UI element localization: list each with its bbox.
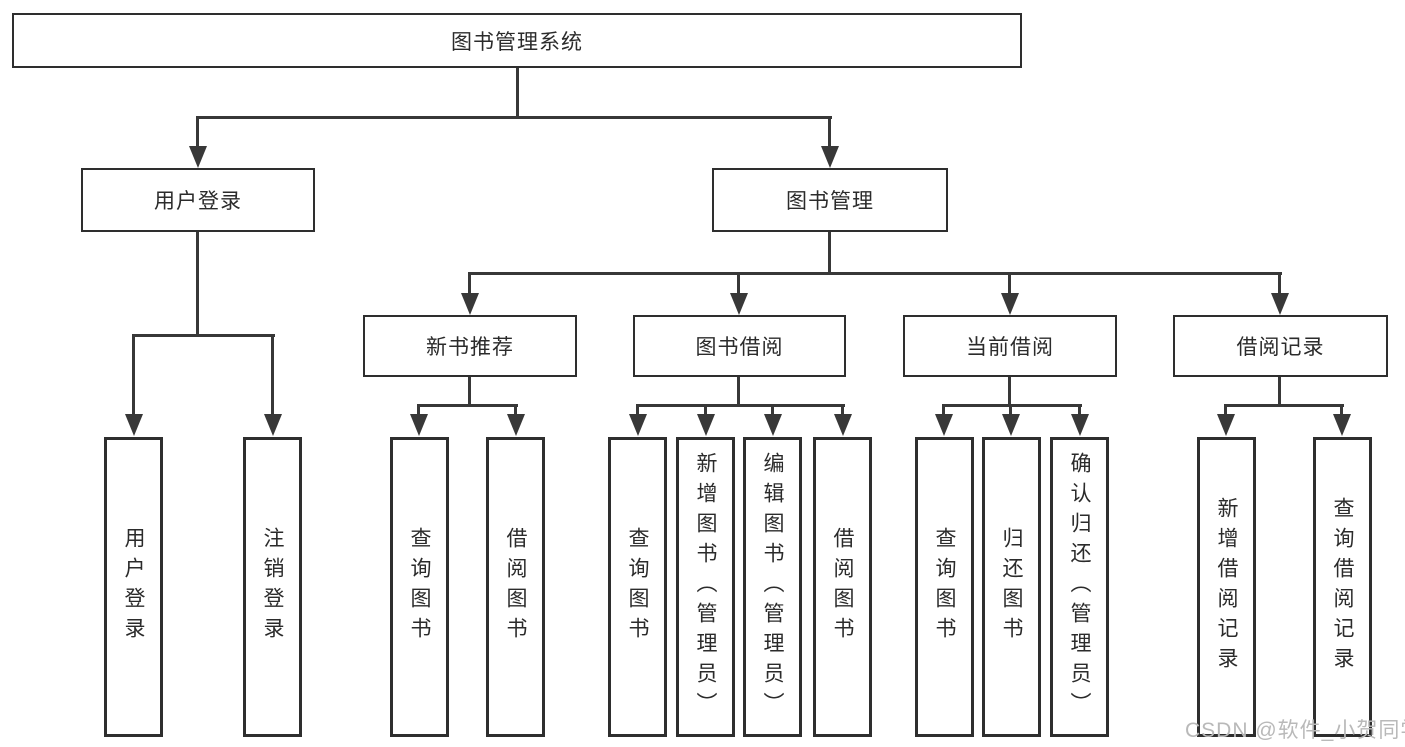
leaf-query-borrow-record-label: 查询借阅记录 — [1331, 497, 1354, 677]
leaf-return-books-label: 归还图书 — [1000, 527, 1023, 647]
leaf-user-login: 用户登录 — [104, 437, 163, 737]
connector-line — [196, 118, 199, 148]
connector-line — [942, 405, 945, 416]
connector-line — [516, 68, 519, 119]
connector-line — [841, 405, 844, 416]
connector-line — [514, 405, 517, 416]
leaf-confirm-return-admin: 确认归还（管理员） — [1050, 437, 1109, 737]
connector-line — [468, 273, 471, 295]
leaf-user-login-label: 用户登录 — [122, 527, 145, 647]
arrowhead-icon — [764, 414, 782, 436]
arrowhead-icon — [410, 414, 428, 436]
connector-line — [1009, 405, 1012, 416]
arrowhead-icon — [1071, 414, 1089, 436]
csdn-watermark: CSDN @软件_小贺同学 — [1185, 719, 1405, 742]
connector-line — [1278, 377, 1281, 406]
connector-line — [1008, 377, 1011, 406]
arrowhead-icon — [730, 293, 748, 315]
connector-line — [1078, 405, 1081, 416]
connector-line — [271, 335, 274, 415]
connector-line — [468, 272, 1282, 275]
arrowhead-icon — [1001, 293, 1019, 315]
node-new-book-recommend: 新书推荐 — [363, 315, 577, 377]
node-user-login-label: 用户登录 — [154, 190, 242, 213]
arrowhead-icon — [1333, 414, 1351, 436]
arrowhead-icon — [834, 414, 852, 436]
arrowhead-icon — [1217, 414, 1235, 436]
connector-line — [828, 232, 831, 274]
leaf-query-books-borrowing: 查询图书 — [608, 437, 667, 737]
arrowhead-icon — [125, 414, 143, 436]
connector-line — [132, 335, 135, 415]
node-library-system-label: 图书管理系统 — [451, 30, 583, 54]
node-book-borrowing: 图书借阅 — [633, 315, 846, 377]
arrowhead-icon — [821, 146, 839, 168]
leaf-borrow-books-recommend: 借阅图书 — [486, 437, 545, 737]
node-current-borrowing-label: 当前借阅 — [966, 336, 1054, 359]
connector-line — [1340, 405, 1343, 416]
arrowhead-icon — [935, 414, 953, 436]
connector-line — [132, 334, 275, 337]
leaf-return-books: 归还图书 — [982, 437, 1041, 737]
leaf-edit-books-admin-label: 编辑图书（管理员） — [761, 452, 784, 722]
connector-line — [196, 116, 832, 119]
arrowhead-icon — [1002, 414, 1020, 436]
connector-line — [737, 273, 740, 295]
node-library-system: 图书管理系统 — [12, 13, 1022, 68]
node-book-management-label: 图书管理 — [786, 190, 874, 213]
node-book-management: 图书管理 — [712, 168, 948, 232]
connector-line — [1008, 273, 1011, 295]
connector-line — [636, 405, 639, 416]
node-current-borrowing: 当前借阅 — [903, 315, 1117, 377]
leaf-add-borrow-record: 新增借阅记录 — [1197, 437, 1256, 737]
arrowhead-icon — [697, 414, 715, 436]
arrowhead-icon — [1271, 293, 1289, 315]
arrowhead-icon — [629, 414, 647, 436]
arrowhead-icon — [264, 414, 282, 436]
connector-line — [828, 118, 831, 148]
connector-line — [636, 404, 845, 407]
connector-line — [1224, 404, 1344, 407]
leaf-logout-label: 注销登录 — [261, 527, 284, 647]
arrowhead-icon — [189, 146, 207, 168]
leaf-query-books-current-label: 查询图书 — [933, 527, 956, 647]
connector-line — [468, 377, 471, 406]
leaf-borrow-books-label: 借阅图书 — [831, 527, 854, 647]
node-borrowing-records: 借阅记录 — [1173, 315, 1388, 377]
leaf-query-books-recommend-label: 查询图书 — [408, 527, 431, 647]
leaf-add-books-admin: 新增图书（管理员） — [676, 437, 735, 737]
connector-line — [1278, 273, 1281, 295]
leaf-query-books-current: 查询图书 — [915, 437, 974, 737]
leaf-borrow-books: 借阅图书 — [813, 437, 872, 737]
node-new-book-recommend-label: 新书推荐 — [426, 336, 514, 359]
arrowhead-icon — [507, 414, 525, 436]
leaf-add-books-admin-label: 新增图书（管理员） — [694, 452, 717, 722]
leaf-query-books-recommend: 查询图书 — [390, 437, 449, 737]
leaf-edit-books-admin: 编辑图书（管理员） — [743, 437, 802, 737]
connector-line — [942, 404, 1082, 407]
leaf-confirm-return-admin-label: 确认归还（管理员） — [1068, 452, 1091, 722]
leaf-add-borrow-record-label: 新增借阅记录 — [1215, 497, 1238, 677]
node-borrowing-records-label: 借阅记录 — [1236, 336, 1325, 359]
connector-line — [417, 404, 518, 407]
arrowhead-icon — [461, 293, 479, 315]
connector-line — [737, 377, 740, 406]
connector-line — [417, 405, 420, 416]
node-user-login: 用户登录 — [81, 168, 315, 232]
leaf-borrow-books-recommend-label: 借阅图书 — [504, 527, 527, 647]
connector-line — [771, 405, 774, 416]
leaf-logout: 注销登录 — [243, 437, 302, 737]
connector-line — [704, 405, 707, 416]
leaf-query-borrow-record: 查询借阅记录 — [1313, 437, 1372, 737]
connector-line — [1224, 405, 1227, 416]
node-book-borrowing-label: 图书借阅 — [695, 336, 784, 359]
leaf-query-books-borrowing-label: 查询图书 — [626, 527, 649, 647]
connector-line — [196, 232, 199, 336]
